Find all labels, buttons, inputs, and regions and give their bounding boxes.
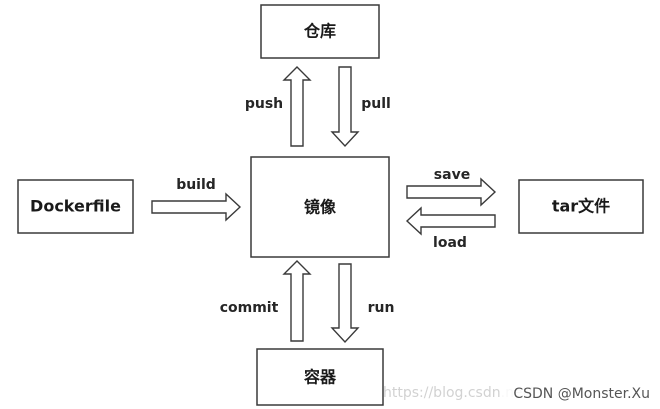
edge-build: build — [151, 177, 242, 222]
push-label: push — [245, 96, 283, 112]
node-container-label: 容器 — [303, 368, 337, 387]
watermark-author-backdrop — [500, 382, 656, 404]
node-registry-label: 仓库 — [303, 22, 336, 41]
edge-save: save — [406, 167, 497, 207]
node-dockerfile-box — [17, 179, 134, 234]
load-label: load — [433, 235, 467, 251]
pull-label: pull — [361, 96, 391, 112]
node-registry: 仓库 — [260, 4, 380, 59]
node-registry-box — [260, 4, 380, 59]
node-image: 镜像 — [250, 156, 390, 258]
build-arrow — [151, 192, 242, 222]
node-container-box — [256, 348, 384, 406]
edge-run: run — [330, 263, 395, 344]
node-tarfile-label: tar文件 — [552, 197, 610, 216]
commit-arrow — [282, 260, 312, 342]
watermark-author: CSDN @Monster.Xu — [513, 386, 650, 402]
node-tarfile: tar文件 — [518, 179, 644, 234]
load-arrow — [405, 206, 496, 236]
save-label: save — [434, 167, 470, 183]
run-arrow — [330, 263, 360, 344]
node-container: 容器 — [256, 348, 384, 406]
node-tarfile-box — [518, 179, 644, 234]
watermark-url: https://blog.csdn.net/ — [383, 385, 533, 401]
commit-label: commit — [220, 300, 279, 316]
build-label: build — [176, 177, 216, 193]
run-label: run — [368, 300, 395, 316]
node-dockerfile: Dockerfile — [17, 179, 134, 234]
node-image-box — [250, 156, 390, 258]
pull-arrow — [330, 66, 360, 148]
save-arrow — [406, 177, 497, 207]
edge-commit: commit — [220, 260, 312, 342]
edge-push: push — [245, 66, 312, 147]
node-image-label: 镜像 — [304, 198, 337, 217]
edge-pull: pull — [330, 66, 391, 148]
node-dockerfile-label: Dockerfile — [30, 197, 121, 216]
edge-load: load — [405, 206, 496, 251]
push-arrow — [282, 66, 312, 147]
